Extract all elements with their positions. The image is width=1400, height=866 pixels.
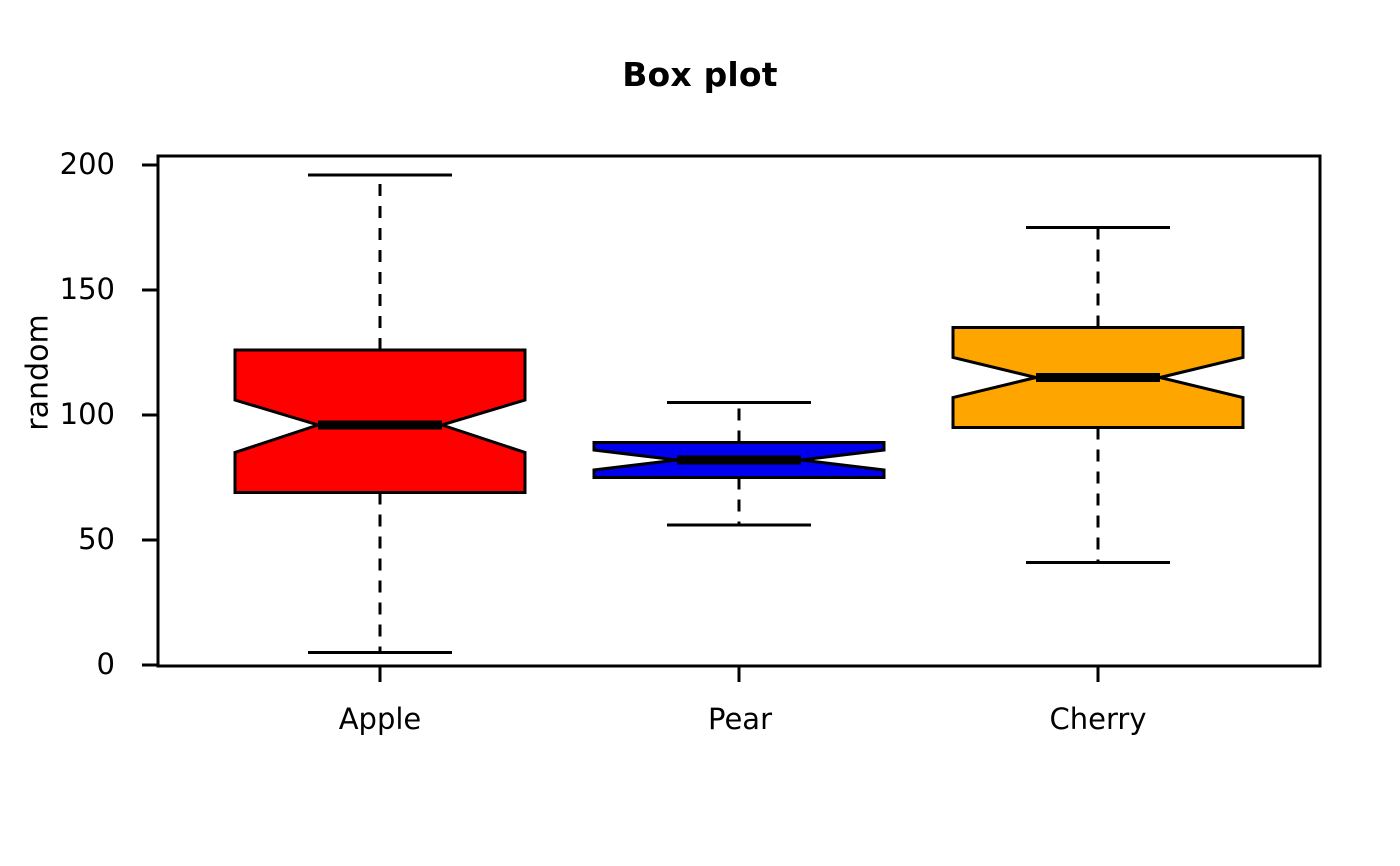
box-plot-pear (592, 401, 886, 527)
x-tick-marks (378, 666, 1100, 682)
page-title: Box plot (622, 55, 778, 94)
x-tick-label-cherry: Cherry (1049, 702, 1147, 736)
box-plot-apple (233, 173, 527, 654)
y-tick-label-0: 0 (96, 647, 115, 681)
box-series-group (233, 173, 1245, 654)
y-tick-marks (142, 163, 158, 667)
x-tick-label-pear: Pear (708, 702, 772, 736)
y-tick-label-100: 100 (59, 397, 115, 431)
y-tick-label-150: 150 (59, 272, 115, 306)
y-tick-label-50: 50 (78, 522, 115, 556)
box-plot-cherry (951, 226, 1245, 564)
x-tick-label-apple: Apple (338, 702, 422, 736)
y-tick-label-200: 200 (59, 147, 115, 181)
